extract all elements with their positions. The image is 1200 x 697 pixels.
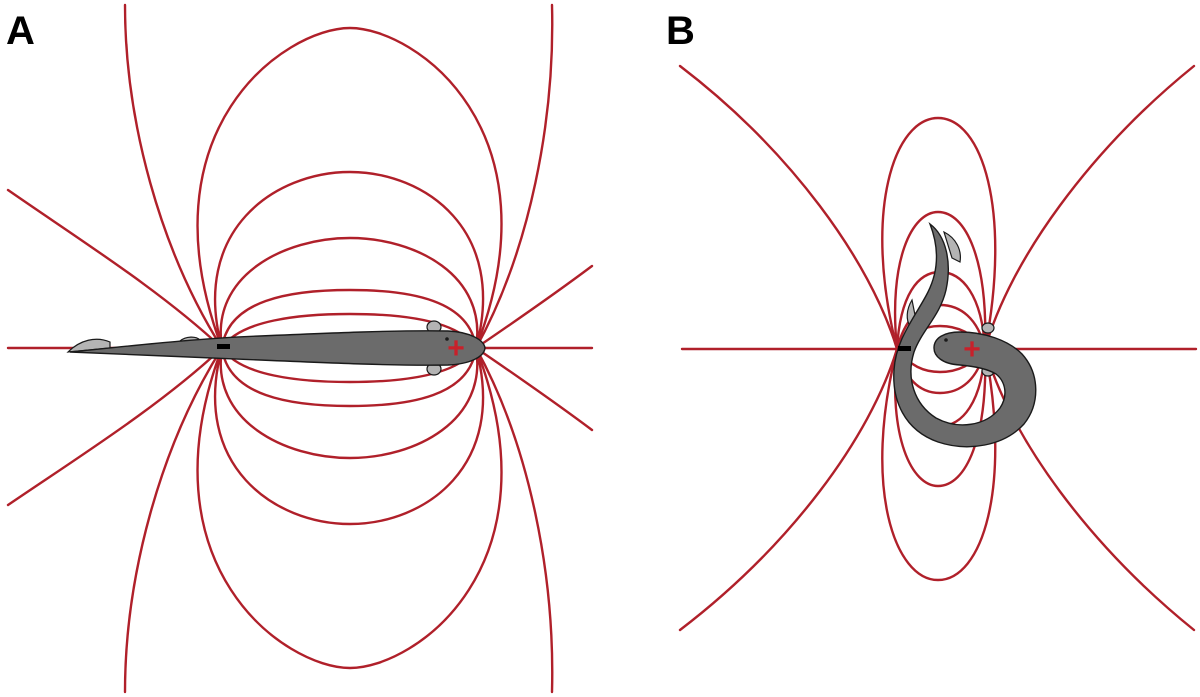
field-line bbox=[6, 188, 224, 350]
field-line bbox=[893, 210, 987, 351]
electric-fish-icon bbox=[69, 330, 486, 366]
field-line bbox=[474, 346, 594, 432]
field-line bbox=[196, 26, 503, 350]
fish-b: + bbox=[893, 221, 1037, 448]
fish-eye bbox=[445, 337, 449, 341]
pectoral-fin bbox=[981, 322, 995, 334]
field-line bbox=[6, 346, 224, 507]
field-line bbox=[213, 170, 485, 350]
field-line bbox=[196, 346, 503, 670]
plus-sign-icon: + bbox=[447, 332, 465, 365]
plus-sign-icon: + bbox=[963, 333, 981, 366]
tail-fin bbox=[943, 230, 961, 263]
field-line bbox=[474, 3, 554, 350]
fish-a: + bbox=[66, 320, 486, 376]
panel-b: B bbox=[666, 9, 1198, 632]
field-line bbox=[219, 346, 479, 460]
fish-eye bbox=[944, 338, 948, 342]
minus-sign-icon bbox=[217, 344, 230, 349]
field-line bbox=[123, 3, 224, 350]
field-line bbox=[678, 64, 899, 351]
field-line bbox=[983, 64, 1196, 351]
field-line bbox=[881, 116, 997, 351]
field-line bbox=[220, 346, 478, 408]
field-line bbox=[881, 347, 997, 582]
field-line bbox=[474, 346, 554, 694]
minus-sign-icon bbox=[898, 346, 911, 351]
panel-a-field-lines bbox=[6, 3, 594, 694]
field-line bbox=[983, 347, 1196, 632]
field-line bbox=[219, 236, 479, 350]
field-line bbox=[474, 264, 594, 350]
field-line bbox=[678, 347, 899, 632]
field-line bbox=[213, 346, 485, 526]
field-line bbox=[220, 346, 478, 384]
field-line bbox=[893, 347, 987, 488]
panel-label-b: B bbox=[666, 9, 695, 53]
panel-a: A bbox=[6, 3, 594, 694]
field-line bbox=[220, 312, 478, 350]
panel-label-a: A bbox=[6, 9, 35, 53]
electric-fish-icon bbox=[893, 221, 1037, 448]
field-line bbox=[220, 288, 478, 350]
field-line bbox=[123, 346, 224, 694]
